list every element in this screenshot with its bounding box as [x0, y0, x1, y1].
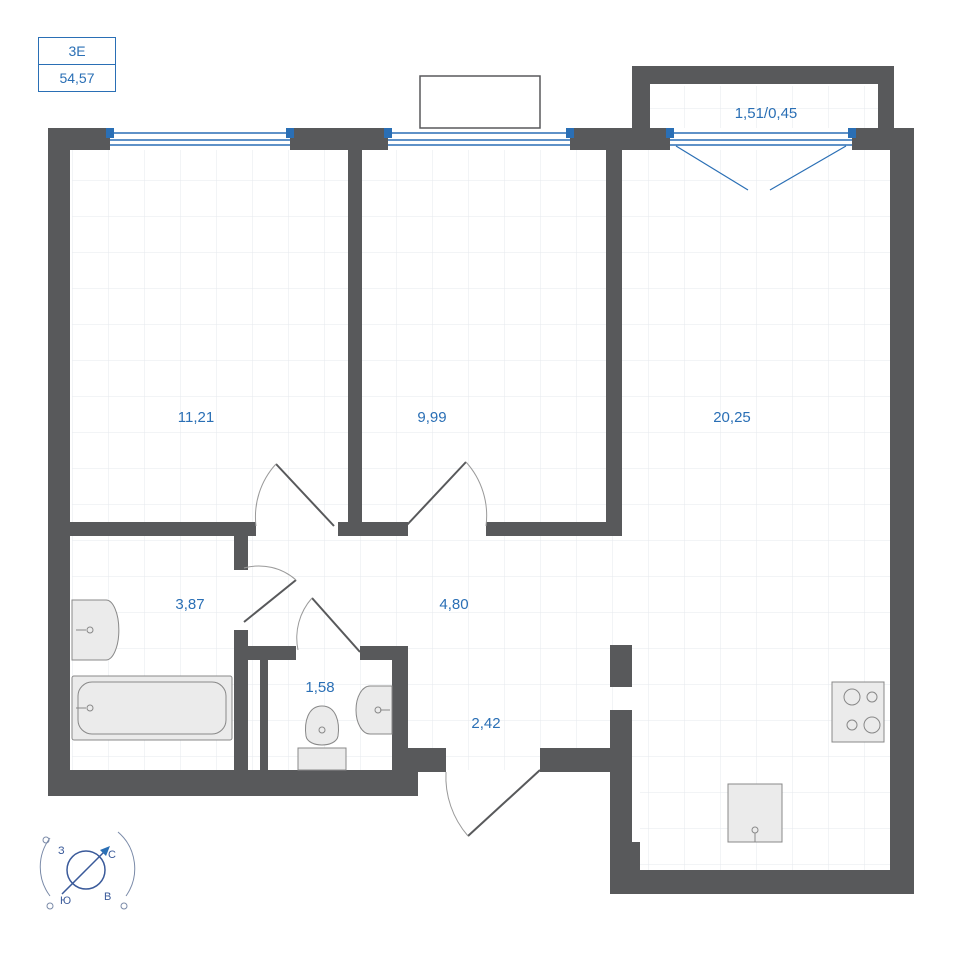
balcony-door-window	[666, 128, 856, 191]
compass-needle-icon	[61, 847, 109, 895]
area-hall: 4,80	[439, 596, 468, 613]
area-toilet: 1,58	[305, 679, 334, 696]
area-bedroom-left: 11,21	[178, 409, 214, 426]
compass-east: В	[104, 891, 111, 903]
compass-ring-icon	[66, 850, 106, 890]
stove-icon	[831, 681, 885, 743]
compass-north: С	[108, 849, 116, 861]
area-living-kitchen: 20,25	[713, 409, 751, 426]
door-middle-bedroom	[405, 461, 488, 527]
compass-arrow-icon	[100, 846, 110, 856]
window-left-bedroom	[106, 128, 294, 146]
toilet-sink-icon	[355, 685, 393, 735]
door-entrance	[445, 769, 541, 837]
room-labels: 11,21 9,99 20,25 1,51/0,45 3,87 4,80 1,5…	[175, 105, 797, 732]
compass: С В Ю З	[39, 831, 136, 910]
total-area: 54,57	[59, 70, 95, 86]
compass-south: Ю	[60, 895, 71, 907]
fixtures	[71, 599, 885, 843]
area-bathroom: 3,87	[175, 596, 204, 613]
doors	[243, 461, 541, 837]
area-entry: 2,42	[471, 715, 500, 732]
apartment-type: 3E	[68, 43, 86, 59]
door-bathroom	[243, 565, 297, 623]
windows	[106, 128, 856, 191]
floor-grid	[72, 86, 890, 870]
compass-west: З	[58, 845, 65, 857]
bathtub-icon	[71, 675, 233, 741]
door-toilet	[296, 597, 361, 653]
area-balcony: 1,51/0,45	[735, 105, 798, 122]
sun-icon	[42, 836, 128, 910]
bathroom-sink-icon	[71, 599, 120, 661]
walls	[48, 66, 914, 894]
window-middle-bedroom	[384, 128, 574, 146]
kitchen-sink-icon	[727, 783, 783, 843]
toilet-icon	[297, 705, 347, 771]
ac-unit-box	[419, 75, 541, 129]
total-area-badge: 54,57	[38, 64, 116, 92]
area-bedroom-middle: 9,99	[417, 409, 446, 426]
door-left-bedroom	[254, 463, 335, 527]
